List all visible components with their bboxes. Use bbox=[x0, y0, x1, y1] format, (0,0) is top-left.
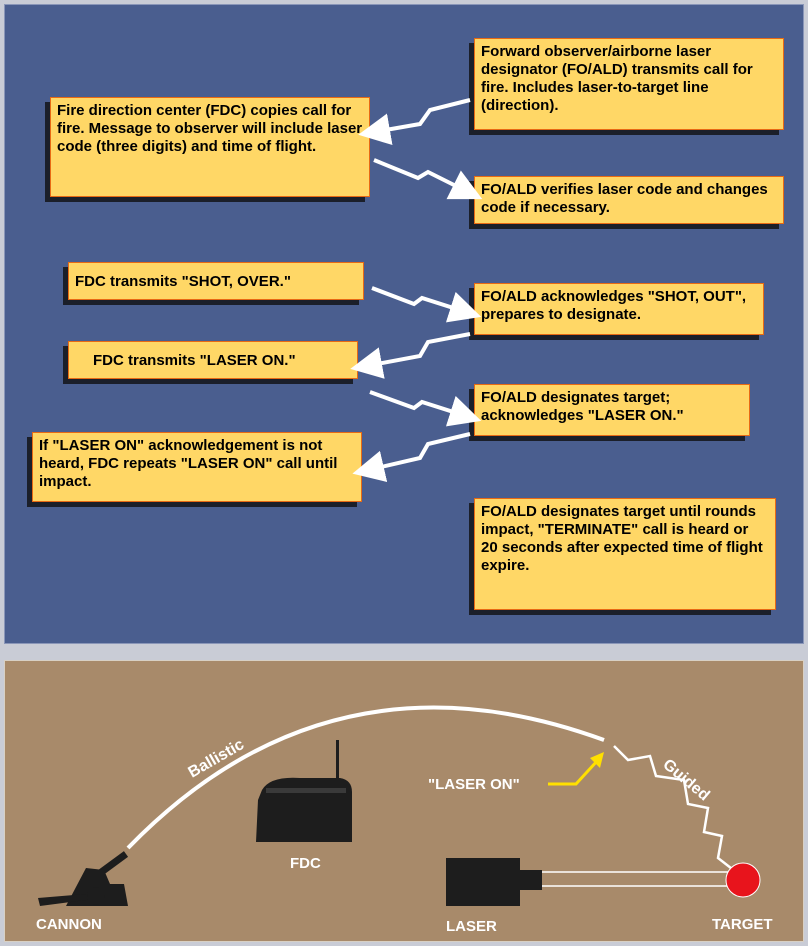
step-fdc-shot: FDC transmits "SHOT, OVER." bbox=[68, 262, 364, 300]
fdc-label: FDC bbox=[290, 855, 321, 872]
target-icon bbox=[725, 862, 761, 898]
step-fo-designates: FO/ALD designates target; acknowledges "… bbox=[474, 384, 750, 436]
step-fo-until-impact: FO/ALD designates target until rounds im… bbox=[474, 498, 776, 610]
laser-icon bbox=[446, 858, 542, 906]
step-fo-call-for-fire: Forward observer/airborne laser designat… bbox=[474, 38, 784, 130]
arrow-fdc-to-fo-1 bbox=[373, 158, 483, 200]
arrow-fdc-to-fo-2 bbox=[371, 286, 482, 323]
step-fdc-repeats: If "LASER ON" acknowledgement is not hea… bbox=[32, 432, 362, 502]
transmission-arrows bbox=[350, 98, 483, 482]
step-fdc-laser-on: FDC transmits "LASER ON." bbox=[68, 341, 358, 379]
guided-trajectory bbox=[613, 745, 737, 873]
laser-on-label: "LASER ON" bbox=[428, 776, 520, 793]
target-label: TARGET bbox=[712, 916, 773, 933]
arrow-fo-to-fdc-2 bbox=[350, 332, 471, 379]
arrow-fdc-to-fo-3 bbox=[369, 390, 482, 427]
cannon-label: CANNON bbox=[36, 916, 102, 933]
laser-label: LASER bbox=[446, 918, 497, 935]
step-fo-verifies: FO/ALD verifies laser code and changes c… bbox=[474, 176, 784, 224]
cannon-icon bbox=[38, 851, 129, 906]
laser-beam bbox=[539, 871, 731, 887]
step-fdc-copies: Fire direction center (FDC) copies call … bbox=[50, 97, 370, 197]
ballistic-trajectory bbox=[126, 705, 605, 850]
step-fo-ack-shot: FO/ALD acknowledges "SHOT, OUT", prepare… bbox=[474, 283, 764, 335]
arrow-fo-to-fdc-3 bbox=[352, 432, 471, 482]
laser-on-arrow bbox=[548, 758, 600, 786]
arrow-fo-to-fdc-1 bbox=[358, 98, 471, 146]
fdc-shelter-icon bbox=[256, 740, 352, 842]
